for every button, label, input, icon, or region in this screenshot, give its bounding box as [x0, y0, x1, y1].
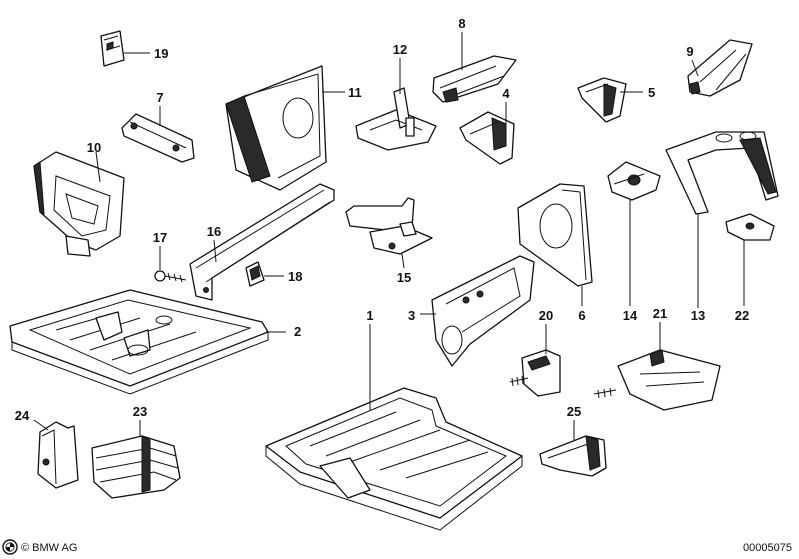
callout-1: 1 [366, 308, 373, 323]
callout-7: 7 [156, 90, 163, 105]
part-24-bracket [37, 421, 79, 489]
callout-15: 15 [397, 270, 411, 285]
part-7-bracket [121, 113, 195, 163]
callout-21: 21 [653, 306, 667, 321]
callout-6: 6 [578, 308, 585, 323]
callout-5: 5 [648, 85, 655, 100]
part-9-bracket [687, 39, 753, 97]
callout-18: 18 [288, 269, 302, 284]
part-15-bracket [345, 197, 433, 255]
part-8-bracket [432, 55, 517, 103]
part-6-bracket [517, 183, 593, 287]
part-18-clip [245, 261, 265, 287]
callout-14: 14 [623, 308, 638, 323]
callout-3: 3 [408, 308, 415, 323]
part-22-clip [725, 213, 775, 241]
part-11-bracket [225, 65, 327, 191]
part-12-bracket [355, 87, 437, 151]
part-17-screw [154, 270, 187, 283]
part-14-bracket [607, 161, 661, 201]
document-number: 00005075 [743, 542, 792, 554]
part-25-bracket [539, 435, 607, 477]
callout-20: 20 [539, 308, 553, 323]
part-21-bracket [593, 349, 721, 411]
callout-8: 8 [458, 16, 465, 31]
callout-24: 24 [15, 408, 30, 423]
callout-2: 2 [294, 324, 301, 339]
part-1-floor-panel [265, 387, 523, 531]
part-23-clip [91, 435, 181, 499]
part-16-rail [189, 183, 335, 301]
part-4-bracket [459, 111, 515, 165]
callout-4: 4 [502, 86, 510, 101]
callout-9: 9 [686, 44, 693, 59]
callout-22: 22 [735, 308, 749, 323]
part-10-bracket [33, 151, 125, 257]
callout-12: 12 [393, 42, 407, 57]
part-20-bracket [509, 349, 561, 397]
part-3-bracket [431, 255, 535, 367]
callout-17: 17 [153, 230, 167, 245]
copyright-text: © BMW AG [21, 542, 77, 554]
part-5-bracket [577, 77, 627, 123]
bmw-roundel-logo [2, 539, 18, 555]
callout-23: 23 [133, 404, 147, 419]
callout-10: 10 [87, 140, 101, 155]
part-13-bracket [665, 131, 779, 215]
callout-25: 25 [567, 404, 581, 419]
callout-11: 11 [348, 85, 362, 100]
part-19-clip [100, 30, 125, 67]
callout-13: 13 [691, 308, 705, 323]
part-2-floor-panel [9, 289, 269, 395]
callout-labels: 1 2 3 4 5 6 7 8 9 10 11 12 13 14 15 16 1… [15, 16, 749, 423]
callout-16: 16 [207, 224, 221, 239]
callout-19: 19 [154, 46, 168, 61]
